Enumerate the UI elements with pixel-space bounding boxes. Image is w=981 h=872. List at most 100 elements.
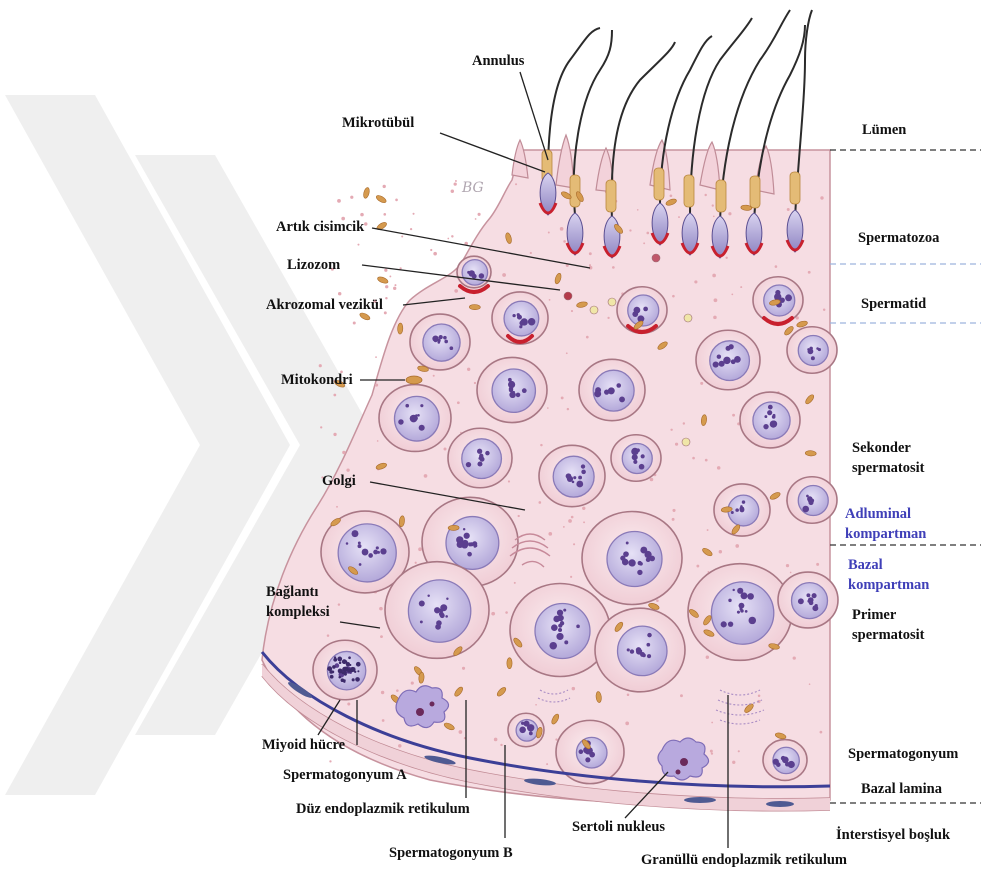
chromatin-spot: [782, 756, 789, 763]
cytoplasm-speck: [383, 213, 386, 216]
cytoplasm-speck: [385, 285, 388, 288]
chromatin-spot: [522, 388, 527, 393]
chromatin-spot: [359, 563, 362, 566]
spermatogonium-chromatin: [357, 670, 359, 672]
cytoplasm-speck: [586, 336, 589, 339]
chromatin-spot: [731, 511, 734, 514]
cytoplasm-speck: [447, 238, 449, 240]
chromatin-spot: [717, 354, 721, 358]
cytoplasm-speck: [455, 180, 457, 182]
cytoplasm-speck: [415, 562, 417, 564]
chromatin-spot: [808, 348, 814, 354]
spermatogonium-chromatin: [329, 670, 333, 674]
chromatin-spot: [517, 313, 520, 316]
cytoplasm-speck: [500, 744, 502, 746]
zone-adluminal-line2: kompartman: [845, 525, 926, 543]
chromatin-spot: [647, 654, 651, 658]
spermatogonium-chromatin: [332, 665, 336, 669]
cytoplasm-speck: [820, 731, 823, 734]
cytoplasm-speck: [364, 222, 367, 225]
cytoplasm-speck: [672, 518, 675, 521]
chromatin-spot: [436, 620, 442, 626]
chromatin-spot: [398, 419, 403, 424]
cytoplasm-speck: [379, 607, 383, 611]
spermatogonium-chromatin: [327, 668, 329, 670]
chromatin-spot: [413, 416, 418, 421]
chromatin-spot: [521, 722, 524, 725]
cytoplasm-speck: [568, 519, 572, 523]
chromatin-spot: [509, 392, 516, 399]
chromatin-spot: [463, 528, 465, 530]
chromatin-spot: [450, 346, 454, 350]
zone-sekonder-line2: spermatosit: [852, 459, 925, 477]
chromatin-spot: [358, 541, 361, 544]
cytoplasm-speck: [424, 474, 428, 478]
cytoplasm-speck: [706, 655, 709, 658]
mitochondrion: [469, 304, 480, 309]
chromatin-spot: [637, 570, 642, 575]
cytoplasm-speck: [357, 244, 359, 246]
chromatin-spot: [519, 320, 524, 325]
chromatin-spot: [578, 476, 582, 480]
cytoplasm-speck: [375, 383, 378, 386]
cytoplasm-speck: [382, 719, 385, 722]
cytoplasm-speck: [451, 235, 453, 237]
chromatin-spot: [764, 415, 767, 418]
chromatin-spot: [446, 598, 448, 600]
vesicle: [564, 292, 572, 300]
cytoplasm-speck: [319, 364, 322, 367]
cytoplasm-speck: [433, 252, 437, 256]
chromatin-spot: [479, 455, 484, 460]
chromatin-spot: [462, 540, 468, 546]
cytoplasm-speck: [360, 213, 364, 217]
cytoplasm-speck: [719, 550, 722, 553]
chromatin-spot: [627, 648, 630, 651]
chromatin-spot: [563, 609, 566, 612]
cytoplasm-speck: [711, 722, 713, 724]
cytoplasm-speck: [320, 426, 322, 428]
chromatin-spot: [785, 294, 792, 301]
mitochondrion: [507, 658, 512, 669]
cytoplasm-speck: [672, 295, 675, 298]
chromatin-spot: [554, 617, 557, 620]
chromatin-spot: [576, 481, 583, 488]
chromatin-spot: [641, 454, 645, 458]
cytoplasm-speck: [683, 422, 685, 424]
zone-lumen: Lümen: [862, 121, 906, 139]
chromatin-spot: [377, 551, 380, 554]
spermatogonium-chromatin: [354, 671, 356, 673]
cytoplasm-speck: [712, 204, 714, 206]
cytoplasm-speck: [491, 612, 495, 616]
chromatin-spot: [466, 462, 471, 467]
cell-nucleus: [423, 324, 460, 361]
cytoplasm-speck: [573, 543, 575, 545]
zone-primer-line2: spermatosit: [852, 626, 925, 644]
spermatogonium-chromatin: [343, 681, 345, 683]
cytoplasm-speck: [809, 683, 811, 685]
chromatin-spot: [811, 356, 815, 360]
zone-spermatozoa: Spermatozoa: [858, 229, 939, 247]
chromatin-spot: [763, 424, 768, 429]
cytoplasm-speck: [731, 294, 733, 296]
chromatin-spot: [798, 598, 804, 604]
chromatin-spot: [723, 357, 730, 364]
chromatin-spot: [737, 588, 743, 594]
cytoplasm-speck: [672, 509, 675, 512]
cytoplasm-speck: [327, 634, 330, 637]
cytoplasm-speck: [538, 501, 541, 504]
mitochondrion: [363, 187, 371, 199]
chromatin-spot: [626, 542, 629, 545]
chromatin-spot: [581, 464, 585, 468]
cytoplasm-speck: [571, 516, 574, 519]
chromatin-spot: [639, 562, 643, 566]
cytoplasm-speck: [629, 229, 631, 231]
chromatin-spot: [740, 508, 745, 513]
zone-primer-line1: Primer: [852, 606, 896, 624]
chromatin-spot: [439, 335, 443, 339]
spermatogonium-chromatin: [338, 676, 341, 679]
chromatin-spot: [728, 599, 731, 602]
cytoplasm-speck: [582, 507, 585, 510]
chromatin-spot: [740, 505, 743, 508]
chromatin-spot: [630, 649, 634, 653]
chromatin-spot: [732, 589, 734, 591]
